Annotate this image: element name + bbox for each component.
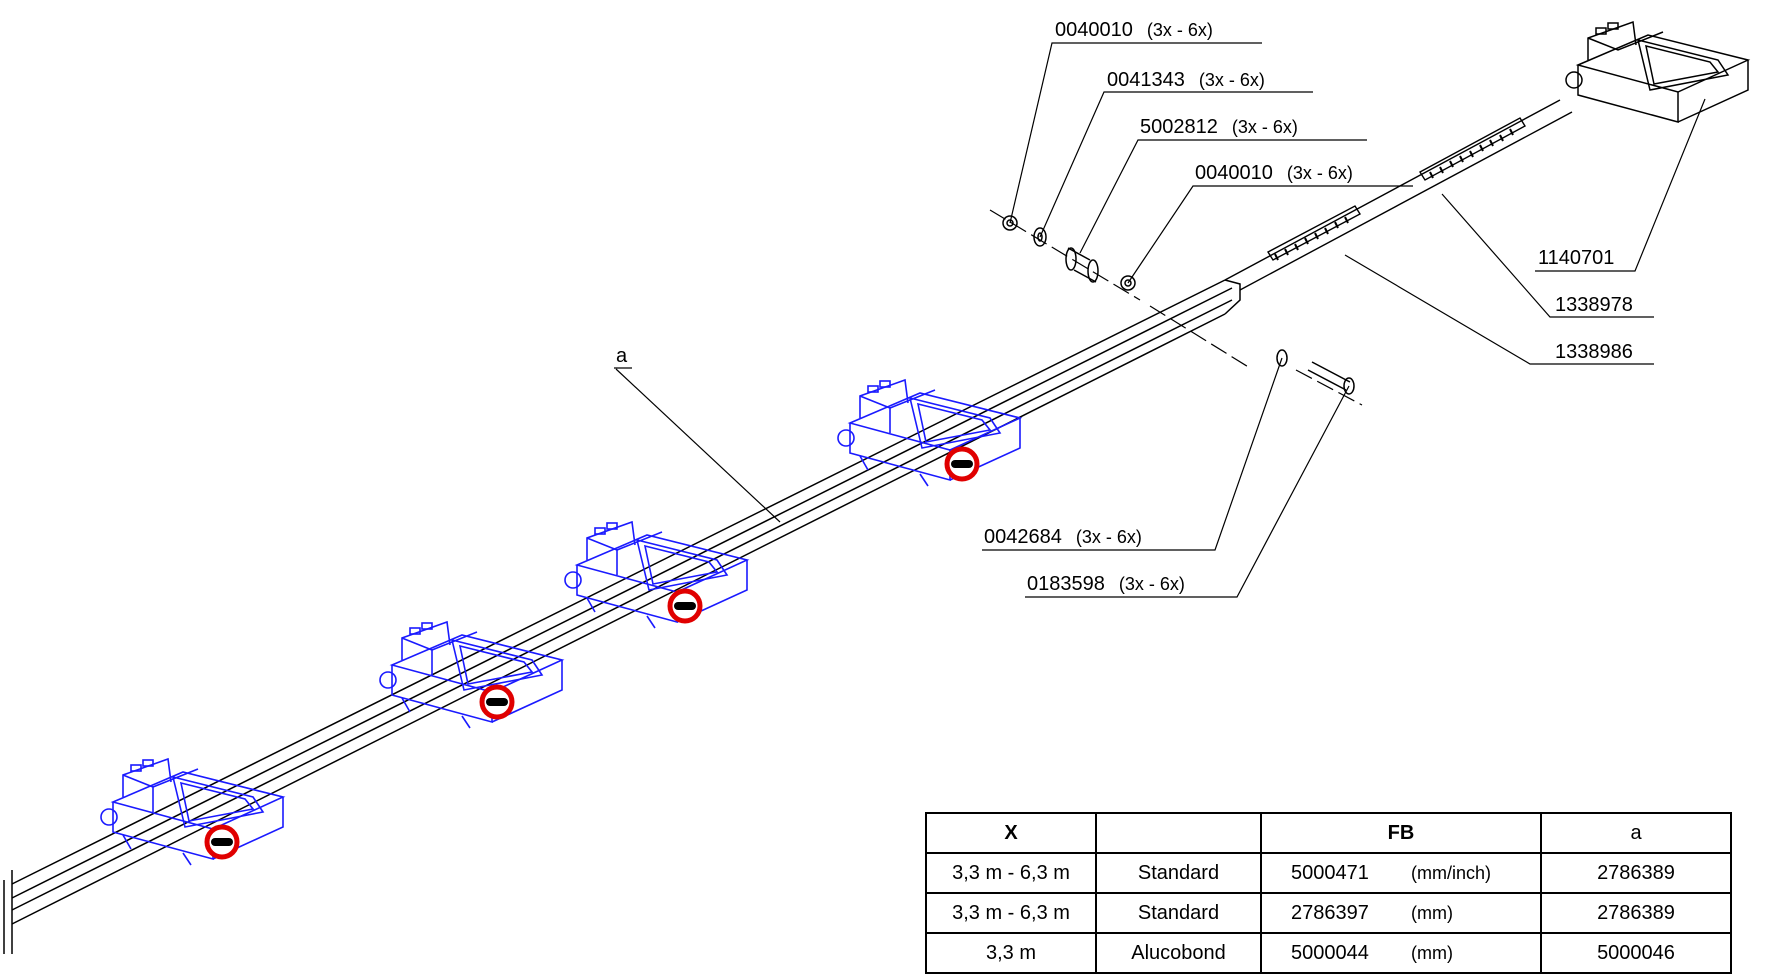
cell-fb: 5000044(mm) — [1260, 932, 1542, 974]
callout-0040010-top: 0040010(3x - 6x) — [1055, 19, 1213, 41]
callout-1140701: 1140701 — [1538, 247, 1614, 269]
cell-type: Standard — [1095, 852, 1262, 894]
carriage-1140701 — [1565, 20, 1751, 123]
parts-table: X FB a 3,3 m - 6,3 m Standard 5000471(mm… — [925, 812, 1732, 974]
scale-bar — [1224, 99, 1573, 291]
carriage-blue-4 — [100, 758, 284, 866]
callout-1338978: 1338978 — [1555, 294, 1633, 316]
cell-x: 3,3 m - 6,3 m — [925, 852, 1097, 894]
callout-0183598: 0183598(3x - 6x) — [1027, 573, 1185, 595]
cell-a: 5000046 — [1540, 932, 1732, 974]
cell-fb: 2786397(mm) — [1260, 892, 1542, 934]
col-type — [1095, 812, 1262, 854]
callout-5002812: 5002812(3x - 6x) — [1140, 116, 1298, 138]
col-fb: FB — [1260, 812, 1542, 854]
scale-ticks — [1274, 128, 1514, 261]
fastener-axis — [989, 209, 1363, 406]
washer-icon — [1033, 227, 1047, 247]
col-x: X — [925, 812, 1097, 854]
leader-lines — [615, 42, 1706, 598]
bolt-icon — [1307, 361, 1355, 395]
cell-type: Standard — [1095, 892, 1262, 934]
cell-x: 3,3 m — [925, 932, 1097, 974]
cell-x: 3,3 m - 6,3 m — [925, 892, 1097, 934]
cell-type: Alucobond — [1095, 932, 1262, 974]
table-row: 3,3 m - 6,3 m Standard 2786397(mm) 27863… — [925, 892, 1732, 934]
rail — [3, 279, 1241, 954]
col-a: a — [1540, 812, 1732, 854]
callout-rail-a: a — [616, 345, 628, 367]
no-entry-icon — [207, 827, 237, 857]
callout-1338986: 1338986 — [1555, 341, 1633, 363]
table-row: 3,3 m Alucobond 5000044(mm) 5000046 — [925, 932, 1732, 974]
callout-0042684: 0042684(3x - 6x) — [984, 526, 1142, 548]
table-row: 3,3 m - 6,3 m Standard 5000471(mm/inch) … — [925, 852, 1732, 894]
nut-icon — [1002, 215, 1136, 291]
spacer-icon — [1065, 247, 1099, 283]
exploded-assembly-drawing: 0040010(3x - 6x) 0041343(3x - 6x) 500281… — [3, 19, 1751, 954]
carriage-blue-2 — [564, 521, 748, 629]
no-entry-icon — [670, 591, 700, 621]
no-entry-icon — [947, 449, 977, 479]
cell-fb: 5000471(mm/inch) — [1260, 852, 1542, 894]
no-entry-icon — [482, 687, 512, 717]
callout-0041343: 0041343(3x - 6x) — [1107, 69, 1265, 91]
callout-0040010-second: 0040010(3x - 6x) — [1195, 162, 1353, 184]
table-header-row: X FB a — [925, 812, 1732, 854]
cell-a: 2786389 — [1540, 852, 1732, 894]
cell-a: 2786389 — [1540, 892, 1732, 934]
small-washer-icon — [1276, 349, 1288, 367]
